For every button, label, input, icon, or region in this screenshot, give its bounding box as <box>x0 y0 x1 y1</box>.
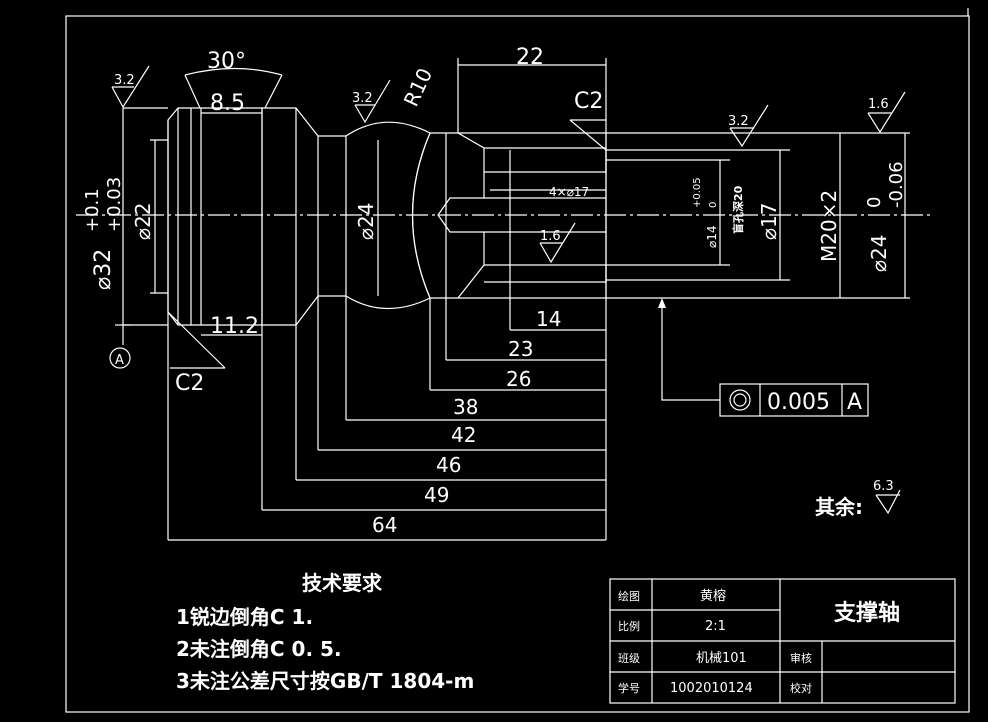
id-label: 学号 <box>618 681 640 695</box>
angle-30-label: 30° <box>207 49 246 74</box>
dim-label: 14 <box>536 307 561 331</box>
tolerance-value: 0.005 <box>767 390 830 415</box>
scale-label: 比例 <box>618 619 640 633</box>
drawn-label: 绘图 <box>618 589 640 603</box>
title-block <box>609 578 956 704</box>
drawing-frame <box>65 15 970 713</box>
rough-label: 3.2 <box>114 73 135 88</box>
dim-label: 38 <box>453 395 478 419</box>
dia-17-label: ⌀17 <box>757 203 781 241</box>
dim-label: 26 <box>506 367 531 391</box>
dia-24-left-label: ⌀24 <box>354 203 378 241</box>
datum-a-symbol <box>109 324 131 369</box>
note-line-2: 2未注倒角C 0. 5. <box>176 637 342 661</box>
holes-label: 4×⌀17 <box>549 185 589 199</box>
rest-label: 其余: <box>815 495 863 519</box>
rough-label: 3.2 <box>352 91 373 106</box>
dim-11-2-label: 11.2 <box>210 314 259 339</box>
tol-label: 0 <box>864 197 885 208</box>
class-label: 班级 <box>618 652 640 665</box>
dim-8-5-label: 8.5 <box>210 91 245 116</box>
dim-22-label: 22 <box>516 45 544 70</box>
concentricity-frame <box>658 298 869 417</box>
rough-label: 1.6 <box>540 229 561 244</box>
tol-label: +0.05 <box>692 177 703 208</box>
rough-label: 1.6 <box>868 97 889 112</box>
dia-14-label: ⌀14 <box>705 226 719 249</box>
thread-label: M20×2 <box>817 190 841 262</box>
rough-label: 6.3 <box>873 479 894 494</box>
note-line-3: 3未注公差尺寸按GB/T 1804-m <box>176 669 474 693</box>
dia-24-right-label: ⌀24 <box>867 235 891 273</box>
tol-label: +0.03 <box>104 177 125 232</box>
note-line-1: 1锐边倒角C 1. <box>176 605 313 629</box>
dim-label: 46 <box>436 453 461 477</box>
datum-a-label: A <box>115 353 124 368</box>
shaft-outline <box>167 107 607 326</box>
part-name: 支撑轴 <box>834 600 900 626</box>
tol-label: 0 <box>708 202 719 208</box>
extension-lines <box>123 58 910 540</box>
review-label: 审核 <box>790 651 812 665</box>
depth-note: 盲孔深20 <box>731 185 745 234</box>
check-label: 校对 <box>790 681 812 695</box>
chamfer-leaders <box>167 119 607 369</box>
notes-title: 技术要求 <box>302 571 383 595</box>
drawn-value: 黄榕 <box>700 589 726 604</box>
roughness-symbols <box>111 65 906 515</box>
id-value: 1002010124 <box>670 681 753 696</box>
c2-bottom-label: C2 <box>175 371 204 396</box>
class-value: 机械101 <box>696 651 747 666</box>
r10-label: R10 <box>399 64 437 110</box>
dia-22-label: ⌀22 <box>131 203 155 241</box>
dim-label: 42 <box>451 423 476 447</box>
tol-label: -0.06 <box>886 161 907 208</box>
dimension-lines <box>122 64 906 541</box>
dim-label: 23 <box>508 337 533 361</box>
scale-value: 2:1 <box>705 619 726 634</box>
dim-label: 49 <box>424 483 449 507</box>
rough-label: 3.2 <box>728 114 749 129</box>
tolerance-datum: A <box>847 390 862 415</box>
c2-top-label: C2 <box>574 89 603 114</box>
tol-label: +0.1 <box>82 188 103 232</box>
dim-label: 64 <box>372 513 397 537</box>
dia-32-label: ⌀32 <box>91 249 116 290</box>
